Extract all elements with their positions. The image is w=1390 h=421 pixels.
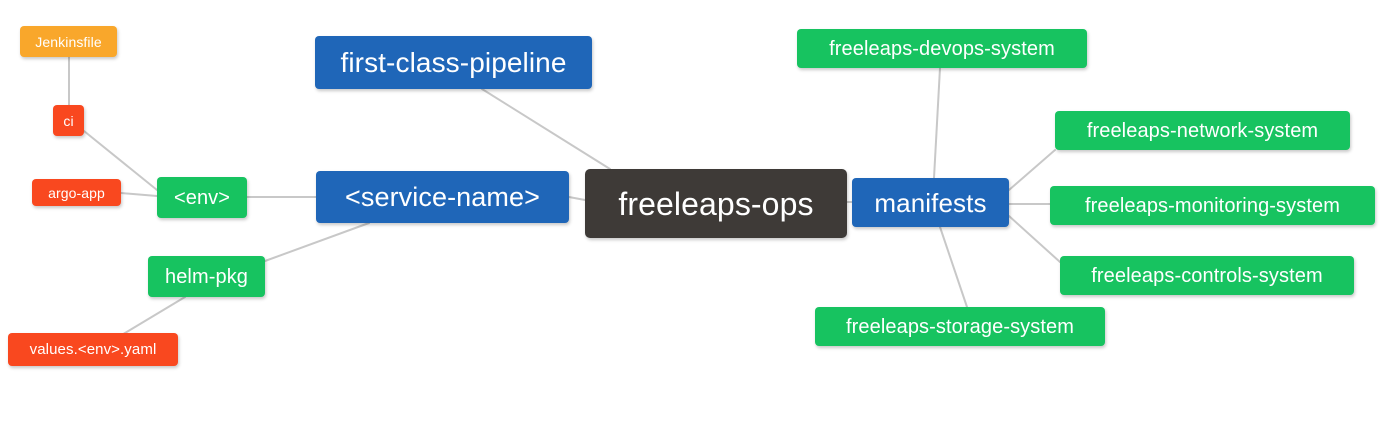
node-freeleaps-storage-system[interactable]: freeleaps-storage-system	[815, 307, 1105, 346]
node-first-class-pipeline[interactable]: first-class-pipeline	[315, 36, 592, 89]
node-manifests[interactable]: manifests	[852, 178, 1009, 227]
node-freeleaps-ops[interactable]: freeleaps-ops	[585, 169, 847, 238]
node-freeleaps-controls-system[interactable]: freeleaps-controls-system	[1060, 256, 1354, 295]
edge-first-class-pipeline-to-freeleaps-ops	[481, 88, 611, 170]
edge-manifests-to-freeleaps-network-system	[1008, 149, 1056, 191]
node-argo-app[interactable]: argo-app	[32, 179, 121, 206]
node-helm-pkg[interactable]: helm-pkg	[148, 256, 265, 297]
edge-manifests-to-freeleaps-storage-system	[939, 226, 968, 308]
node-freeleaps-network-system[interactable]: freeleaps-network-system	[1055, 111, 1350, 150]
edge-manifests-to-freeleaps-devops-system	[933, 67, 941, 179]
edge-service-name-to-freeleaps-ops	[568, 196, 586, 201]
node-freeleaps-devops-system[interactable]: freeleaps-devops-system	[797, 29, 1087, 68]
node-freeleaps-monitoring-system[interactable]: freeleaps-monitoring-system	[1050, 186, 1375, 225]
node-env[interactable]: <env>	[157, 177, 247, 218]
node-jenkinsfile[interactable]: Jenkinsfile	[20, 26, 117, 57]
node-values-yaml[interactable]: values.<env>.yaml	[8, 333, 178, 366]
edge-argo-app-to-env	[120, 192, 158, 197]
node-service-name[interactable]: <service-name>	[316, 171, 569, 223]
edge-helm-pkg-to-values-yaml	[119, 296, 186, 337]
node-ci[interactable]: ci	[53, 105, 84, 136]
edge-service-name-to-helm-pkg	[264, 222, 370, 262]
